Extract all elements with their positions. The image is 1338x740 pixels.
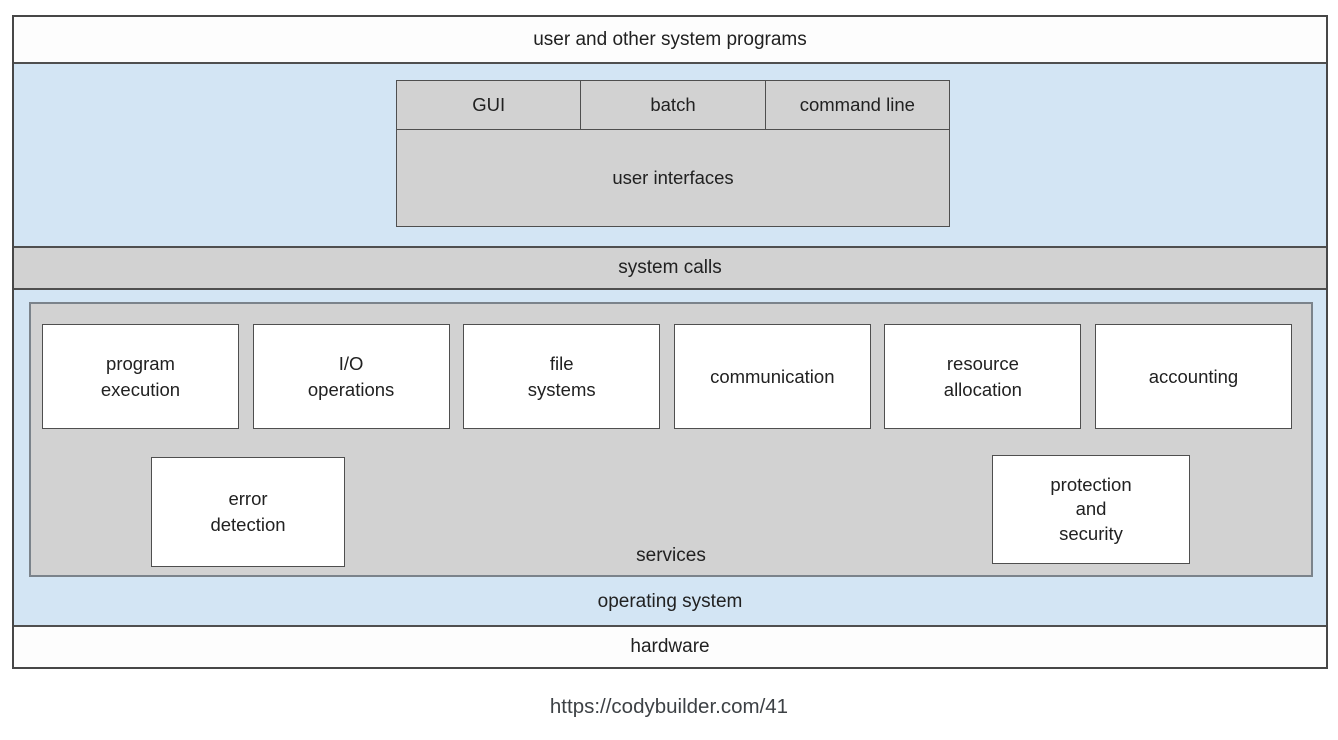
system-calls-label: system calls: [618, 257, 722, 278]
service-box-resource-allocation: resource allocation: [884, 324, 1082, 429]
service-box-communication: communication: [673, 324, 871, 429]
service-box-protection-security: protection and security: [992, 455, 1190, 564]
source-url-caption: https://codybuilder.com/41: [549, 695, 789, 718]
service-box-io-operations: I/O operations: [252, 324, 450, 429]
ui-cell-command-line: command line: [764, 81, 949, 129]
user-interfaces-label: user interfaces: [612, 167, 734, 188]
user-programs-label: user and other system programs: [533, 28, 807, 50]
band-hardware: hardware: [14, 625, 1326, 667]
band-operating-system: program execution I/O operations file sy…: [14, 290, 1326, 625]
ui-cell-batch: batch: [580, 81, 764, 129]
os-layers-diagram: user and other system programs GUI batch…: [12, 15, 1328, 669]
ui-cell-gui: GUI: [472, 94, 506, 115]
user-interfaces-header: GUI batch command line: [397, 81, 949, 130]
band-user-programs: user and other system programs: [14, 17, 1326, 62]
service-box-accounting: accounting: [1094, 324, 1292, 429]
operating-system-label: operating system: [597, 591, 743, 612]
service-box-file-systems: file systems: [463, 324, 661, 429]
band-system-calls: system calls: [14, 246, 1326, 290]
hardware-label: hardware: [630, 636, 710, 657]
service-box-program-execution: program execution: [42, 324, 239, 429]
services-row-1: program execution I/O operations file sy…: [31, 304, 1311, 429]
service-box-error-detection: error detection: [151, 457, 345, 567]
band-user-interfaces: GUI batch command line user interfaces: [14, 62, 1326, 246]
services-box: program execution I/O operations file sy…: [29, 302, 1313, 577]
user-interfaces-box: GUI batch command line user interfaces: [396, 80, 950, 227]
services-label: services: [636, 545, 706, 566]
